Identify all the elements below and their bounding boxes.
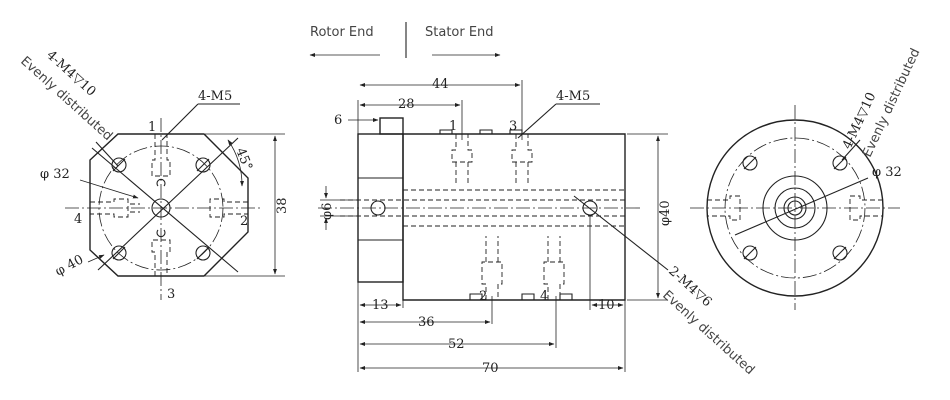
center-bore <box>151 198 171 218</box>
dim-28: 28 <box>398 97 415 112</box>
dim-6: 6 <box>334 113 342 128</box>
left-view-outline <box>89 133 249 277</box>
side-port-3: 3 <box>509 119 517 134</box>
stator-end-label: Stator End <box>425 25 494 40</box>
dim-70: 70 <box>482 361 499 376</box>
right-pcd-label: φ 32 <box>872 165 902 180</box>
dim-13: 13 <box>372 298 389 313</box>
body-dia-label: φ40 <box>658 200 673 226</box>
pcd-circle <box>98 145 224 271</box>
dim-52: 52 <box>448 337 465 352</box>
stator-body <box>402 133 626 301</box>
left-outer-dia-label: φ 40 <box>53 252 86 279</box>
right-end-view: 4-M4▽10 Evenly distributed φ 32 <box>690 46 924 310</box>
dim-10: 10 <box>598 298 615 313</box>
left-port-1: 1 <box>148 120 156 135</box>
left-port-2: 2 <box>240 214 248 229</box>
direction-header: Rotor End Stator End <box>309 22 501 58</box>
shaft-dia-label: φ6 <box>320 203 335 220</box>
left-end-view: 1 2 3 4 4-M5 4-M4▽10 Evenly distributed … <box>17 48 290 302</box>
left-port-3: 3 <box>167 287 175 302</box>
rotor-end-label: Rotor End <box>310 25 374 40</box>
radial-ports <box>90 134 248 276</box>
bottom-ports <box>481 236 565 300</box>
top-ports <box>451 134 533 186</box>
dim-36: 36 <box>418 315 435 330</box>
side-port-1: 1 <box>449 119 457 134</box>
left-pcd-label: φ 32 <box>40 167 70 182</box>
mounting-holes <box>111 157 211 261</box>
rotor-set-screw <box>370 200 386 216</box>
side-port-2: 2 <box>479 289 487 304</box>
side-ports-label: 4-M5 <box>556 89 590 104</box>
side-view: 1 3 2 4 4-M5 44 28 6 13 10 36 <box>318 77 757 378</box>
right-pcd-circle <box>724 137 866 279</box>
left-port-4: 4 <box>74 212 82 227</box>
side-port-4: 4 <box>540 289 548 304</box>
dim-44: 44 <box>432 77 449 92</box>
right-mounting-holes <box>742 155 848 261</box>
left-ports-label: 4-M5 <box>198 89 232 104</box>
rotor-lug <box>379 117 404 135</box>
left-height-label: 38 <box>275 197 290 214</box>
left-angle-label: 45° <box>232 146 255 173</box>
